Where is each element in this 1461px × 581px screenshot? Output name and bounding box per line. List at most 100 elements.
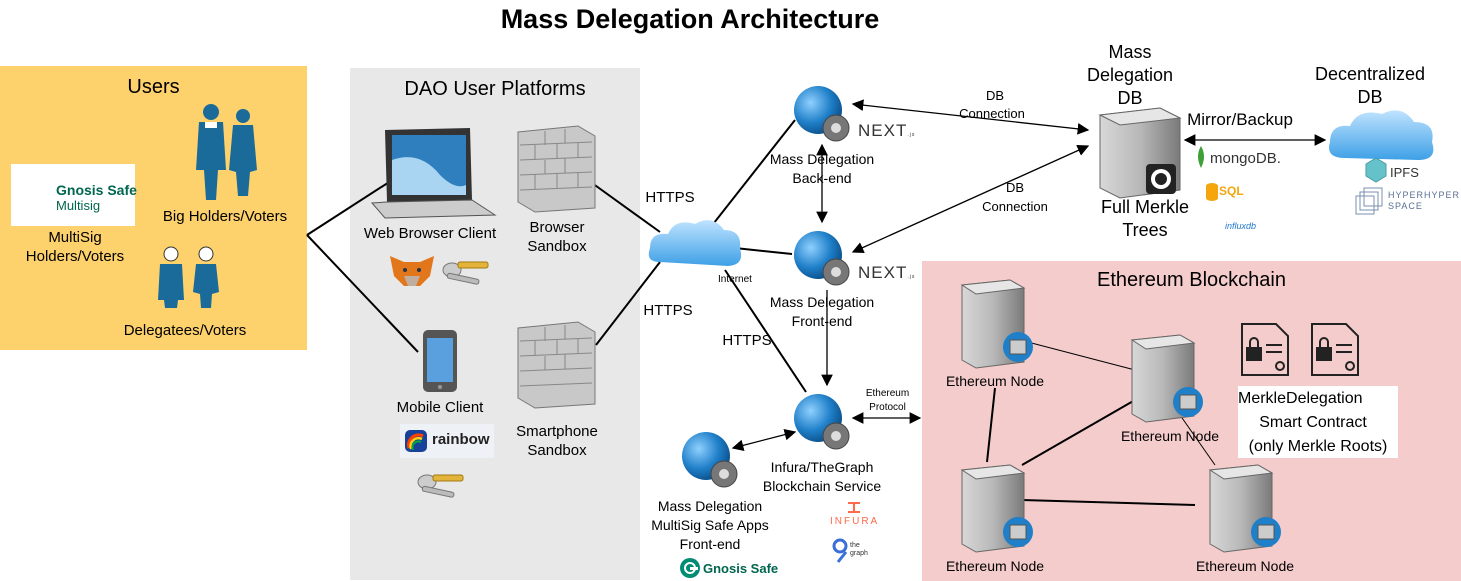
sql-logo-text: SQL bbox=[1219, 184, 1244, 198]
db-connection-bottom-2: Connection bbox=[982, 199, 1048, 214]
https-bottom-label: HTTPS bbox=[643, 302, 693, 319]
fox-icon bbox=[390, 256, 434, 286]
frontend-label-1: Mass Delegation bbox=[769, 294, 875, 310]
eth-node-label-br: Ethereum Node bbox=[1195, 558, 1295, 574]
delegatees-label: Delegatees/Voters bbox=[123, 322, 247, 339]
backend-next-logo: NEXT.js bbox=[858, 121, 915, 141]
backend-label-2: Back-end bbox=[792, 170, 852, 186]
merkle-trees-label-1: Full Merkle bbox=[1100, 197, 1189, 217]
smartphone-firewall-icon bbox=[517, 321, 596, 409]
mongodb-leaf-icon bbox=[1198, 146, 1204, 168]
laptop-icon bbox=[370, 128, 497, 219]
db-server-icon bbox=[1098, 107, 1182, 199]
browser-sandbox-label-1: Browser bbox=[529, 219, 585, 236]
multisig-app-label-2: MultiSig Safe Apps bbox=[651, 517, 769, 533]
eth-node-label-bl: Ethereum Node bbox=[945, 558, 1045, 574]
gnosis-logo-text: Gnosis Safe bbox=[56, 182, 137, 198]
db-title-2: Delegation bbox=[1086, 65, 1174, 85]
db-connection-top-1: DB bbox=[985, 88, 1005, 103]
phone-icon bbox=[423, 330, 457, 392]
frontend-globe-gear-icon bbox=[794, 231, 850, 286]
document-lock-icon-2 bbox=[1311, 323, 1359, 376]
ethereum-region-title: Ethereum Blockchain bbox=[1097, 269, 1286, 291]
mobile-key-icon bbox=[417, 474, 464, 498]
frontend-label-2: Front-end bbox=[791, 313, 853, 329]
ipfs-logo-text: IPFS bbox=[1390, 165, 1419, 180]
thegraph-icon bbox=[832, 538, 848, 563]
multisig-globe-gear-icon bbox=[682, 432, 738, 488]
thegraph-logo-1: the bbox=[850, 542, 860, 549]
platforms-region-title: DAO User Platforms bbox=[404, 78, 586, 100]
thegraph-logo-2: graph bbox=[850, 550, 868, 557]
document-lock-icon-1 bbox=[1241, 323, 1289, 376]
internet-cloud-icon bbox=[648, 220, 742, 266]
infura-label-2: Blockchain Service bbox=[762, 478, 882, 494]
big-holder-figure bbox=[196, 104, 257, 200]
internet-backend-link bbox=[709, 119, 796, 229]
smart-contract-label-box bbox=[1238, 386, 1398, 458]
smartphone-sandbox-label-2: Sandbox bbox=[527, 442, 587, 459]
sql-icon bbox=[1206, 183, 1218, 201]
internet-label: Internet bbox=[718, 274, 752, 285]
smartphone-sandbox-label-1: Smartphone bbox=[516, 423, 598, 440]
hyperspace-logo-text-2: SPACE bbox=[1388, 201, 1423, 211]
mongodb-logo-text: mongoDB. bbox=[1210, 150, 1281, 167]
mirror-backup-label: Mirror/Backup bbox=[1187, 110, 1293, 129]
gnosis-logo-box bbox=[11, 164, 135, 226]
multisig-app-label-1: Mass Delegation bbox=[657, 498, 763, 514]
eth-node-label-tl: Ethereum Node bbox=[945, 373, 1045, 389]
multisig-label-2: Holders/Voters bbox=[25, 248, 125, 265]
db-connection-bottom-1: DB bbox=[1005, 180, 1025, 195]
mobile-client-label: Mobile Client bbox=[396, 399, 484, 416]
hyperspace-logo-text-1: HYPERHYPER bbox=[1388, 190, 1461, 200]
delegatee-figure bbox=[158, 246, 219, 308]
backend-globe-gear-icon bbox=[794, 86, 850, 142]
decentralized-label-2: DB bbox=[1357, 87, 1383, 107]
eth-node-server-center bbox=[1130, 334, 1203, 423]
key-icon bbox=[442, 261, 489, 285]
decentralized-cloud-icon bbox=[1329, 110, 1434, 160]
eth-node-server-tl bbox=[960, 279, 1033, 369]
infura-globe-gear-icon bbox=[794, 394, 850, 450]
browser-internet-link bbox=[591, 182, 661, 233]
db-title-3: DB bbox=[1117, 88, 1143, 108]
internet-infura-link bbox=[724, 269, 807, 393]
frontend-next-text: NEXT bbox=[858, 263, 908, 282]
decentralized-label-1: Decentralized bbox=[1314, 64, 1426, 84]
user-web-link bbox=[306, 174, 401, 236]
smart-contract-label-1: MerkleDelegation bbox=[1238, 390, 1363, 407]
eth-protocol-label-2: Protocol bbox=[869, 402, 906, 413]
db-connection-top-2: Connection bbox=[959, 106, 1025, 121]
backend-label-1: Mass Delegation bbox=[769, 151, 875, 167]
ipfs-icon bbox=[1365, 157, 1387, 183]
frontend-next-suffix: .js bbox=[907, 274, 916, 280]
merkle-trees-label-2: Trees bbox=[1122, 220, 1168, 240]
backend-next-text: NEXT bbox=[858, 121, 908, 140]
browser-firewall-icon bbox=[517, 125, 596, 213]
infura-icon bbox=[848, 502, 860, 513]
browser-sandbox-label-2: Sandbox bbox=[527, 238, 587, 255]
gnosis-logo-sub: Multisig bbox=[56, 198, 101, 213]
rainbow-logo-text: rainbow bbox=[432, 431, 490, 448]
eth-protocol-label-1: Ethereum bbox=[865, 388, 910, 399]
infura-label-1: Infura/TheGraph bbox=[770, 459, 874, 475]
big-holders-label: Big Holders/Voters bbox=[162, 208, 288, 225]
https-infura-label: HTTPS bbox=[722, 332, 772, 349]
users-region-title: Users bbox=[127, 76, 180, 98]
smart-contract-label-2: Smart Contract bbox=[1259, 414, 1367, 431]
user-mobile-link bbox=[306, 234, 419, 353]
gnosis-bottom-logo-text: Gnosis Safe bbox=[703, 561, 779, 576]
internet-frontend-link bbox=[734, 247, 793, 255]
eth-node-label-center: Ethereum Node bbox=[1120, 428, 1220, 444]
backend-next-suffix: .js bbox=[907, 132, 916, 138]
infura-logo-text: INFURA bbox=[830, 516, 880, 527]
smart-contract-label-3: (only Merkle Roots) bbox=[1248, 438, 1388, 455]
db-title-1: Mass bbox=[1108, 42, 1152, 62]
rainbow-icon bbox=[400, 424, 494, 458]
eth-node-server-bl bbox=[960, 464, 1033, 553]
web-client-label: Web Browser Client bbox=[363, 225, 497, 242]
multisig-app-label-3: Front-end bbox=[679, 536, 741, 552]
eth-node-server-br bbox=[1208, 464, 1281, 553]
hyperspace-icon bbox=[1355, 187, 1383, 215]
